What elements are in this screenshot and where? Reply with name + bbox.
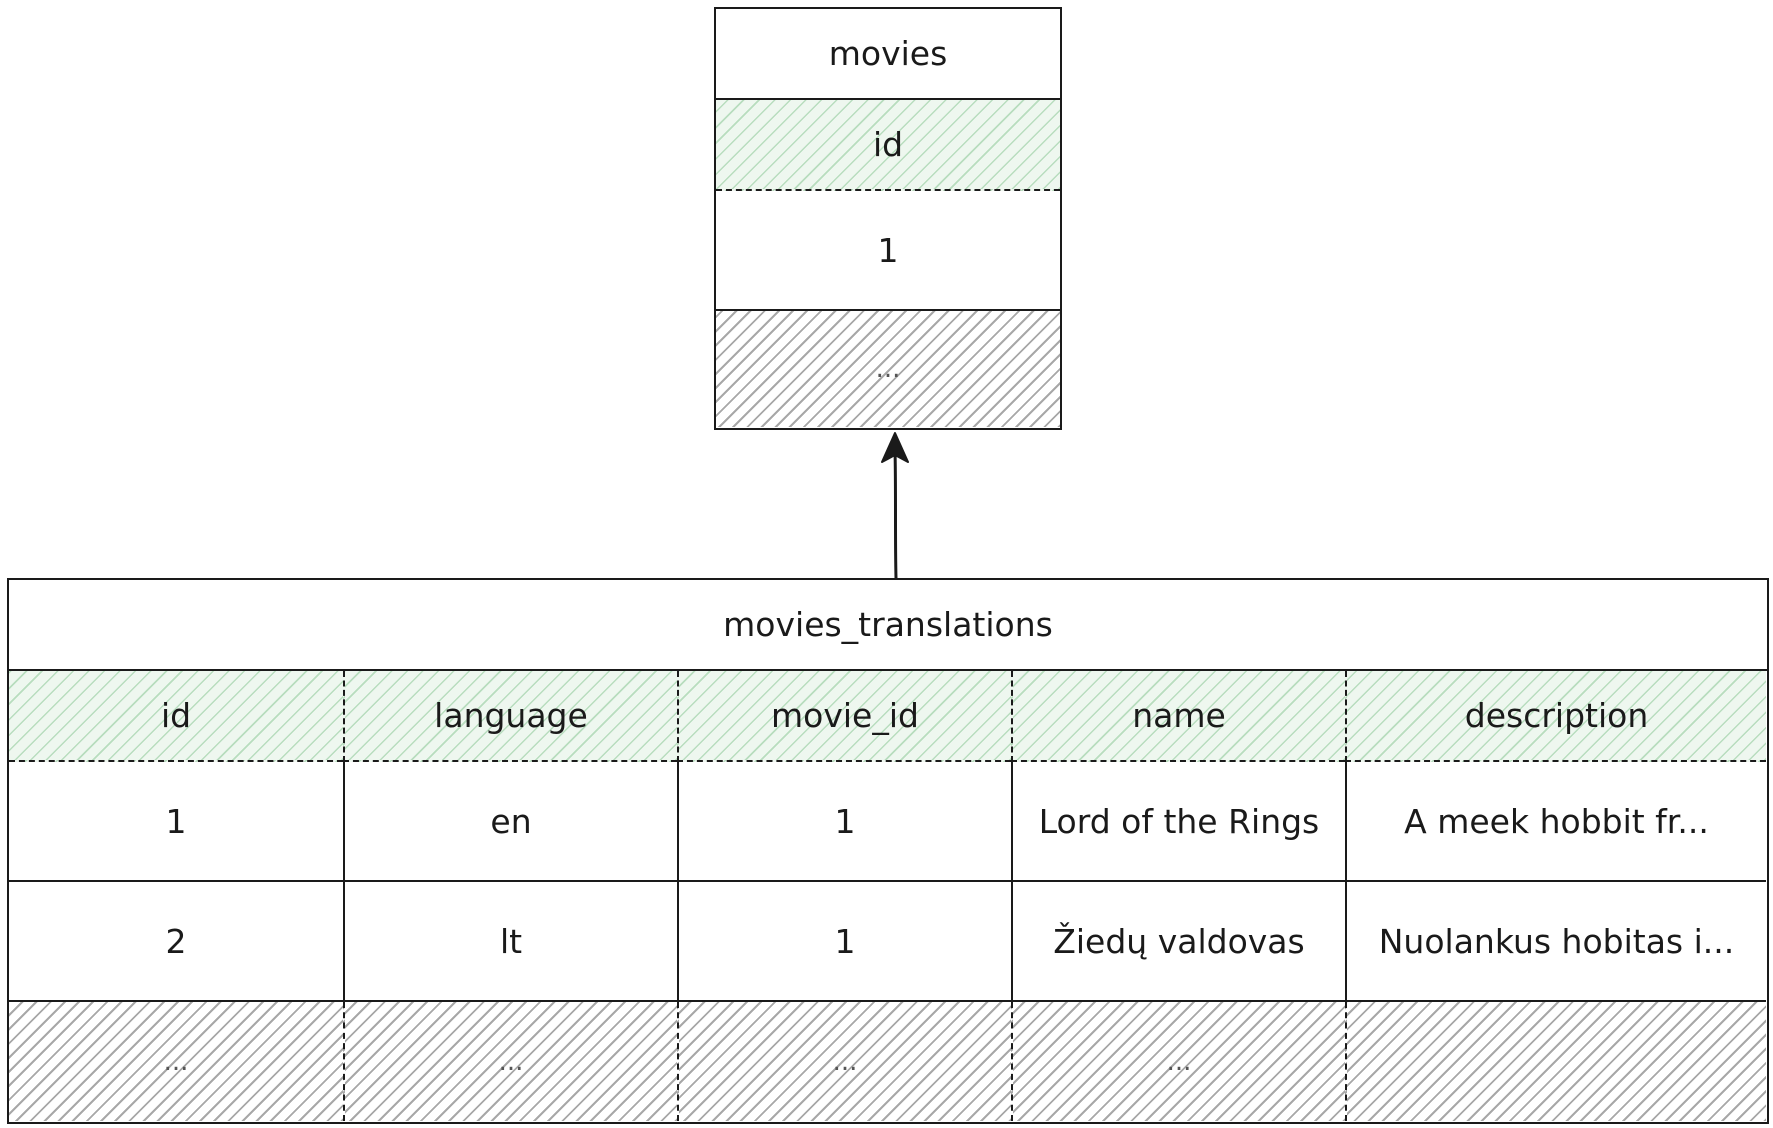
movies-table: movies id 1 ... [714, 7, 1062, 430]
movies-translations-table: movies_translations id language movie_id… [7, 578, 1769, 1124]
row-1-movie-id: 1 [677, 762, 1011, 882]
row-1-name: Lord of the Rings [1011, 762, 1345, 882]
row-2-name: Žiedų valdovas [1011, 882, 1345, 1002]
row-2-description: Nuolankus hobitas i... [1345, 882, 1766, 1002]
row-2-id: 2 [9, 882, 343, 1002]
column-header-id: id [9, 671, 343, 762]
row-1-language: en [343, 762, 677, 882]
movies-ellipsis-row: ... [716, 311, 1060, 427]
movies-column-header-id: id [716, 100, 1060, 191]
row-2-movie-id: 1 [677, 882, 1011, 1002]
column-header-language: language [343, 671, 677, 762]
row-2-language: lt [343, 882, 677, 1002]
column-header-description: description [1345, 671, 1766, 762]
row-1-id: 1 [9, 762, 343, 882]
column-header-movie-id: movie_id [677, 671, 1011, 762]
movies-row-1-id: 1 [716, 191, 1060, 311]
ellipsis-row-description [1345, 1002, 1766, 1121]
column-header-name: name [1011, 671, 1345, 762]
ellipsis-row-movie-id: ... [677, 1002, 1011, 1121]
ellipsis-row-id: ... [9, 1002, 343, 1121]
movies-table-title: movies [716, 9, 1060, 100]
ellipsis-row-name: ... [1011, 1002, 1345, 1121]
ellipsis-row-language: ... [343, 1002, 677, 1121]
row-1-description: A meek hobbit fr... [1345, 762, 1766, 882]
movies-translations-table-title: movies_translations [9, 580, 1767, 671]
